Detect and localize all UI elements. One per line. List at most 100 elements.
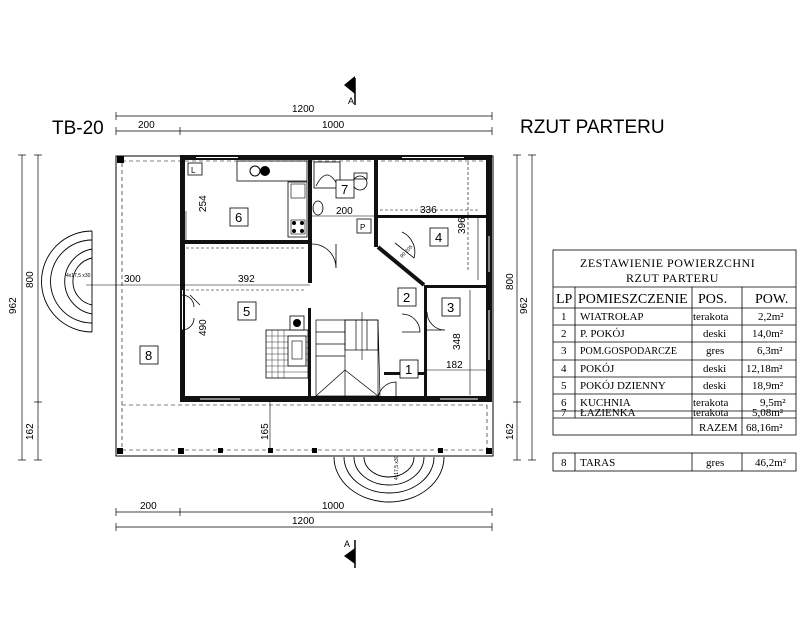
svg-text:WIATROŁAP: WIATROŁAP xyxy=(580,311,644,323)
svg-text:7: 7 xyxy=(561,407,567,419)
svg-text:deski: deski xyxy=(703,363,726,375)
table-total-value: 68,16m² xyxy=(746,422,783,434)
svg-text:12,18m²: 12,18m² xyxy=(746,363,783,375)
table-row: 3 POM.GOSPODARCZE gres 6,3m² xyxy=(561,345,783,357)
section-marker-top: A xyxy=(344,76,356,106)
dim-room1-width: 182 xyxy=(446,360,463,371)
table-header-name: POMIESZCZENIE xyxy=(578,292,688,307)
plan-title: RZUT PARTERU xyxy=(520,117,665,138)
table-row: 5 POKÓJ DZIENNY deski 18,9m² xyxy=(561,380,784,392)
svg-text:POKÓJ DZIENNY: POKÓJ DZIENNY xyxy=(580,380,666,392)
dim-bottom-total: 1200 xyxy=(292,516,315,527)
table-row: 2 P. POKÓJ deski 14,0m² xyxy=(561,328,784,340)
svg-text:4: 4 xyxy=(435,230,442,245)
svg-text:8: 8 xyxy=(145,348,152,363)
section-label-top: A xyxy=(348,96,354,106)
svg-text:5,08m²: 5,08m² xyxy=(752,407,784,419)
windows xyxy=(182,157,490,400)
room-label-4: 4 xyxy=(429,227,449,247)
fireplace xyxy=(265,315,309,379)
dim-left-main: 800 xyxy=(25,271,36,288)
top-dimensions xyxy=(115,112,493,135)
dim-kitchen-depth: 254 xyxy=(198,195,209,212)
svg-text:terakota: terakota xyxy=(693,397,729,409)
dim-top-left: 200 xyxy=(138,120,155,131)
table-total-label: RAZEM xyxy=(699,422,738,434)
dim-top-right: 1000 xyxy=(322,120,345,131)
door-note: 90 205 xyxy=(399,244,414,259)
svg-text:2: 2 xyxy=(561,328,567,340)
room-label-3: 3 xyxy=(441,297,461,317)
svg-text:POKÓJ: POKÓJ xyxy=(580,363,615,375)
table-terrace-row: 8 TARAS gres 46,2m² xyxy=(561,457,787,469)
dim-bottom-right: 1000 xyxy=(322,501,345,512)
section-marker-bottom: A xyxy=(344,539,356,568)
svg-text:gres: gres xyxy=(706,345,724,357)
dim-living-depth: 490 xyxy=(198,319,209,336)
dim-top-total: 1200 xyxy=(292,104,315,115)
dim-bathroom-width: 200 xyxy=(336,206,353,217)
bottom-round-stair xyxy=(333,456,445,503)
svg-text:8: 8 xyxy=(561,457,567,469)
svg-text:2,2m²: 2,2m² xyxy=(758,311,784,323)
svg-text:deski: deski xyxy=(703,328,726,340)
svg-text:9,5m²: 9,5m² xyxy=(760,397,786,409)
room-label-8: 8 xyxy=(139,345,159,365)
svg-text:terakota: terakota xyxy=(693,311,729,323)
right-dimensions xyxy=(513,154,536,461)
bottom-stair-note: 4x17,5 x30 xyxy=(394,455,400,480)
dim-left-bottom: 162 xyxy=(25,423,36,440)
project-code: TB-20 xyxy=(52,118,104,139)
table-row: 1 WIATROŁAP terakota 2,2m² xyxy=(561,311,784,323)
dim-room3-depth: 348 xyxy=(452,333,463,350)
room-label-1: 1 xyxy=(399,359,419,379)
svg-text:5: 5 xyxy=(243,304,250,319)
table-row: 7 ŁAZIENKA terakota 5,08m² xyxy=(561,407,784,419)
room-label-6: 6 xyxy=(229,207,249,227)
beam-lines xyxy=(186,162,480,291)
inner-dim-lines xyxy=(86,211,486,448)
table-header-area: POW. xyxy=(755,292,788,307)
dim-right-main: 800 xyxy=(505,273,516,290)
table-row: 4 POKÓJ deski 12,18m² xyxy=(561,363,783,375)
chimney-box xyxy=(356,218,372,234)
svg-text:14,0m²: 14,0m² xyxy=(752,328,784,340)
svg-text:2: 2 xyxy=(403,290,410,305)
svg-text:46,2m²: 46,2m² xyxy=(755,457,787,469)
dim-room4-width: 336 xyxy=(420,205,437,216)
left-stair-note: 4x17,5 x30 xyxy=(66,273,91,279)
doors xyxy=(181,231,446,401)
svg-text:ŁAZIENKA: ŁAZIENKA xyxy=(580,407,636,419)
dim-porch-depth: 165 xyxy=(260,423,271,440)
svg-text:18,9m²: 18,9m² xyxy=(752,380,784,392)
table-row: 6 KUCHNIA terakota 9,5m² xyxy=(561,397,786,409)
svg-text:1: 1 xyxy=(561,311,567,323)
dim-bottom-left: 200 xyxy=(140,501,157,512)
dim-right-total: 962 xyxy=(519,297,530,314)
svg-text:TARAS: TARAS xyxy=(580,457,615,469)
svg-text:7: 7 xyxy=(341,182,348,197)
svg-text:POM.GOSPODARCZE: POM.GOSPODARCZE xyxy=(580,346,677,357)
dim-terrace-width: 300 xyxy=(124,274,141,285)
room-label-2: 2 xyxy=(397,287,417,307)
svg-text:3: 3 xyxy=(447,300,454,315)
svg-text:3: 3 xyxy=(561,345,567,357)
area-summary-table xyxy=(552,249,797,472)
dim-left-total: 962 xyxy=(8,297,19,314)
svg-text:4: 4 xyxy=(561,363,567,375)
left-dimensions xyxy=(18,154,42,461)
section-label-bottom: A xyxy=(344,539,350,549)
terrace-posts xyxy=(117,156,492,454)
chimney-note: P xyxy=(360,223,365,232)
stove-icon xyxy=(249,165,306,235)
svg-text:6: 6 xyxy=(235,210,242,225)
table-header-floor: POS. xyxy=(698,292,727,307)
svg-text:1: 1 xyxy=(405,362,412,377)
left-round-stair xyxy=(41,230,93,333)
room-label-5: 5 xyxy=(237,301,257,321)
svg-text:terakota: terakota xyxy=(693,407,729,419)
staircase xyxy=(315,312,381,397)
dim-right-bottom: 162 xyxy=(505,423,516,440)
svg-text:deski: deski xyxy=(703,380,726,392)
